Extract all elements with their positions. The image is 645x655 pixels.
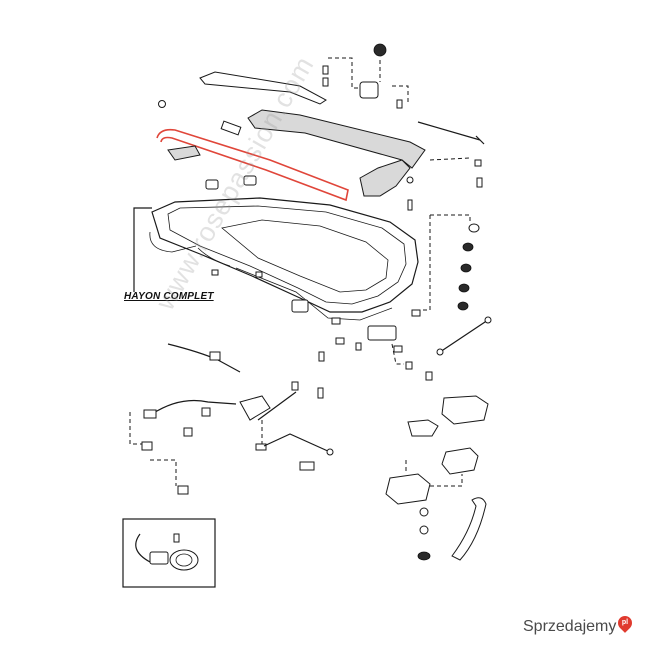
upper-trim-strip	[199, 71, 327, 105]
screw	[407, 199, 413, 211]
motor-bracket	[149, 551, 169, 565]
release-cable	[151, 399, 237, 415]
nut	[406, 176, 414, 184]
leader-line	[392, 85, 409, 104]
motor-cable	[135, 533, 151, 563]
screw	[322, 65, 329, 75]
highlighted-seal-strip	[156, 128, 349, 202]
tailgate-inner-frame	[167, 205, 407, 305]
screw	[255, 271, 263, 278]
lock-latch	[367, 325, 397, 341]
washer	[373, 43, 387, 57]
assembly-label: HAYON COMPLET	[124, 291, 214, 302]
cable-end	[143, 409, 157, 419]
clip	[183, 427, 193, 437]
spoiler-seal	[247, 109, 426, 169]
screw	[411, 309, 421, 317]
lock-striker	[407, 419, 439, 437]
tailgate-seal-curve	[149, 231, 231, 267]
map-pin-icon: pl	[615, 613, 636, 633]
tailgate-window	[221, 219, 389, 293]
grommet	[462, 242, 474, 252]
grommet	[457, 301, 469, 311]
wiper-motor-cap	[175, 553, 193, 567]
clip-part	[220, 120, 242, 136]
washer	[419, 507, 429, 517]
latch-assembly	[385, 473, 431, 505]
nut	[158, 100, 166, 108]
lock-housing-lower	[441, 447, 479, 475]
screw	[474, 159, 482, 167]
leader-line	[430, 474, 463, 487]
screw	[291, 381, 299, 391]
rod-end	[484, 316, 492, 324]
grommet	[460, 263, 472, 273]
screw	[476, 177, 483, 188]
logo-brand: Sprzedajemy	[523, 618, 617, 635]
inset-frame	[122, 518, 216, 588]
handle-rod	[257, 391, 297, 421]
clip	[335, 337, 345, 345]
buffer	[468, 223, 480, 233]
washer	[419, 525, 429, 535]
sprzedajemy-logo[interactable]: Sprzedajemy pl	[523, 613, 636, 638]
screw	[318, 351, 325, 362]
leader-line	[129, 412, 146, 445]
leader-line	[328, 57, 360, 89]
gas-strut-end	[475, 135, 485, 145]
screw	[396, 99, 403, 109]
handle-lever	[239, 395, 271, 421]
rod-end	[436, 348, 444, 356]
clip	[141, 441, 153, 451]
clip	[331, 317, 341, 325]
link-rod	[263, 433, 331, 453]
screw	[425, 371, 433, 381]
hinge-bracket	[359, 81, 379, 99]
wiper-motor	[169, 549, 199, 571]
release-rod	[439, 319, 489, 353]
lock-bracket	[291, 299, 309, 313]
gas-strut	[417, 121, 481, 141]
screw	[405, 361, 413, 370]
leader-line	[429, 157, 471, 161]
clip	[393, 345, 403, 353]
spoiler-end-piece	[359, 159, 411, 197]
tailgate-lower-lip	[235, 267, 393, 321]
screw	[173, 533, 180, 543]
leader-line	[418, 215, 431, 311]
cable-clip	[209, 351, 221, 361]
screw	[211, 269, 219, 276]
leader-line	[150, 459, 177, 486]
label-bracket	[133, 207, 152, 292]
side-seal-strip	[451, 497, 487, 561]
lock-housing	[441, 395, 489, 425]
grommet	[417, 551, 431, 561]
rod-end	[326, 448, 334, 456]
clip	[177, 485, 189, 495]
grommet	[458, 283, 470, 293]
bumper-stop	[205, 179, 219, 190]
screw	[317, 387, 324, 399]
clip	[201, 407, 211, 417]
clip	[299, 461, 315, 471]
screw	[355, 342, 362, 351]
leader-line	[430, 214, 471, 224]
release-cable	[167, 343, 241, 373]
screw	[322, 77, 329, 87]
seal-pad	[167, 145, 201, 161]
bumper-stop	[243, 175, 257, 186]
clip	[255, 443, 267, 451]
